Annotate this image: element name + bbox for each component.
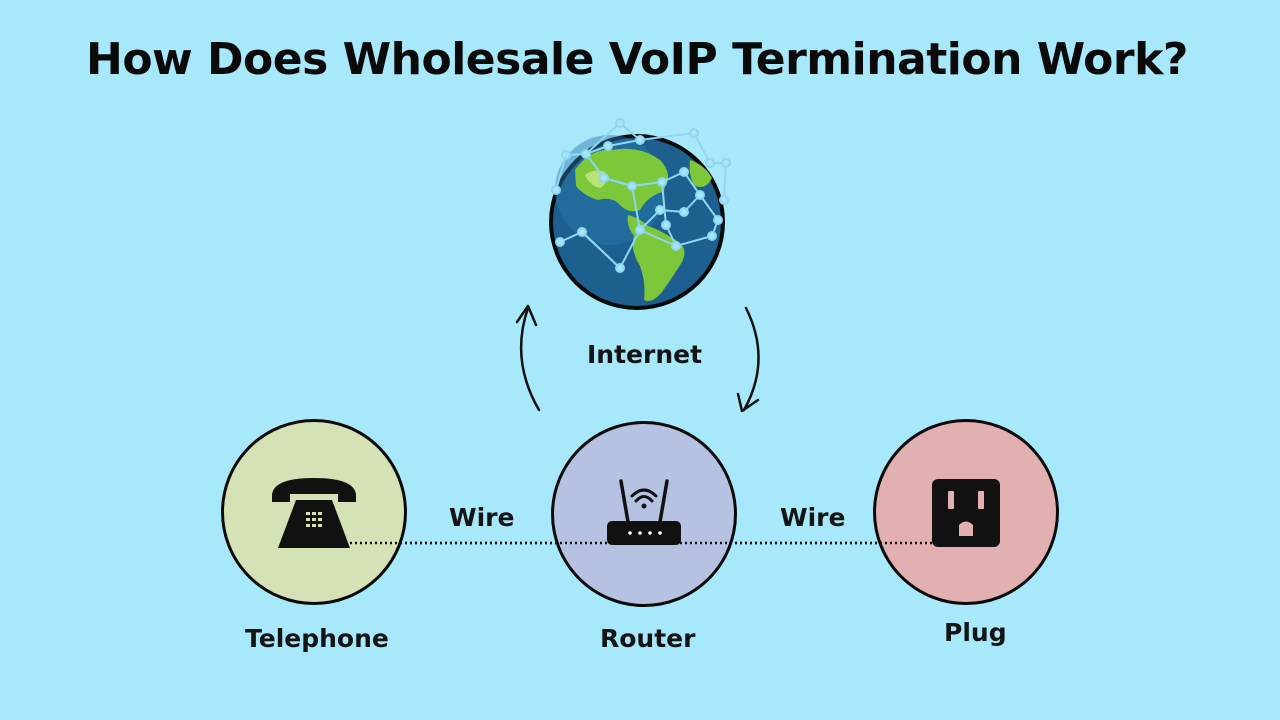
internet-label: Internet	[587, 340, 703, 369]
router-node	[551, 421, 737, 607]
plug-label: Plug	[944, 618, 1007, 647]
network-lines	[551, 118, 731, 273]
wire-label-left: Wire	[449, 503, 515, 532]
telephone-label: Telephone	[245, 624, 389, 653]
page-title: How Does Wholesale VoIP Termination Work…	[86, 34, 1188, 85]
wire-label-right: Wire	[780, 503, 846, 532]
power-outlet-icon	[932, 479, 1000, 547]
telephone-icon	[272, 478, 356, 548]
globe-network-icon	[549, 134, 725, 310]
arrow-down-from-internet	[736, 306, 760, 413]
router-label: Router	[600, 624, 696, 653]
wifi-router-icon	[607, 479, 681, 545]
arrow-up-to-internet	[515, 304, 541, 412]
